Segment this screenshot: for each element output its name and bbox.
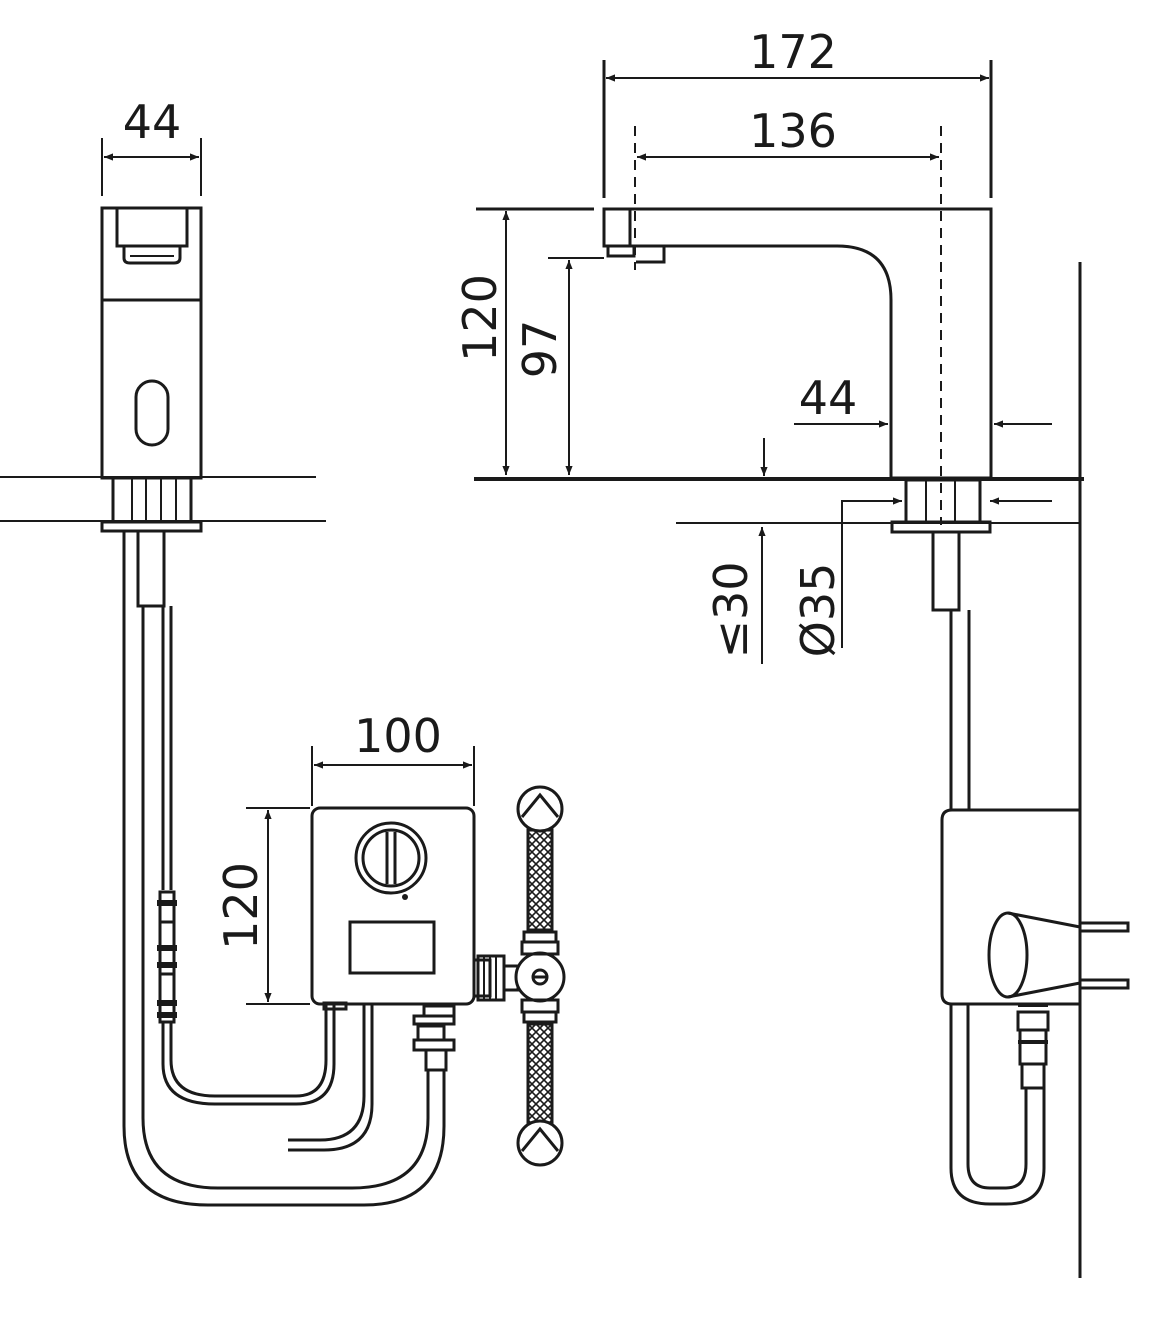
supply-arrow-icon: [516, 785, 564, 833]
side-control-box: [940, 808, 1130, 1006]
box-height-label: 120: [214, 862, 268, 950]
front-hoses: [122, 531, 446, 1207]
hole-diameter-dimension: Ø35: [791, 497, 902, 658]
sensor-window: [134, 379, 170, 447]
display-window: [348, 920, 436, 975]
overall-height-dimension: 120: [453, 207, 594, 475]
mounting-thickness-dimension: ≤30: [704, 527, 766, 664]
faucet-front-body: [100, 206, 203, 480]
side-view: 172 136 120 97: [453, 25, 1130, 1278]
selector-knob: [354, 821, 428, 895]
side-hoses: [949, 610, 1050, 1206]
outlet-height-dimension: 97: [513, 257, 604, 475]
overall-length-dimension: 172: [602, 25, 993, 198]
faucet-side-body: [602, 207, 993, 480]
supply-arrow-icon: [516, 1119, 564, 1167]
body-width-dimension: 44: [760, 371, 1052, 476]
front-width-dimension: 44: [101, 95, 202, 196]
control-box: [310, 806, 476, 1072]
front-view: 44: [0, 95, 566, 1207]
body-width-label: 44: [799, 371, 858, 425]
side-shank: [890, 478, 1052, 612]
water-valve: [472, 785, 566, 1167]
outlet-height-label: 97: [513, 320, 567, 379]
overall-length-label: 172: [749, 25, 837, 79]
box-width-label: 100: [354, 709, 442, 763]
spout-reach-dimension: 136: [634, 104, 942, 525]
box-width-dimension: 100: [311, 709, 475, 806]
mounting-thickness-label: ≤30: [704, 561, 758, 658]
overall-height-label: 120: [453, 274, 507, 362]
front-width-label: 44: [123, 95, 182, 149]
box-height-dimension: 120: [214, 807, 310, 1005]
hole-diameter-label: Ø35: [791, 563, 845, 658]
spout-reach-label: 136: [749, 104, 837, 158]
front-shank: [100, 476, 203, 608]
